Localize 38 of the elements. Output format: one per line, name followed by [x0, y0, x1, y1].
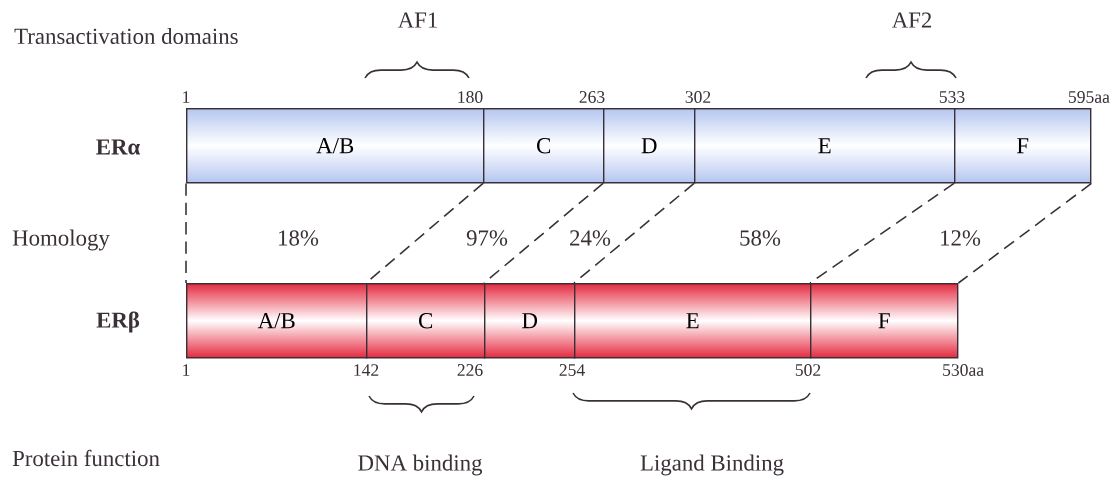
row-label: Protein function — [12, 449, 160, 467]
label: 18% — [279, 230, 319, 246]
axis-number: 530aa — [943, 364, 984, 376]
axis-number: 502 — [795, 364, 821, 376]
dashed-line — [185, 182, 187, 284]
label: 58% — [740, 230, 781, 246]
axis-number: 180 — [458, 91, 483, 103]
domain-segment: D — [484, 283, 576, 359]
domain-segment: A/B — [186, 283, 368, 359]
axis-number: 263 — [579, 91, 605, 103]
domain-segment: C — [366, 283, 486, 359]
label: AF1 — [397, 12, 437, 28]
label: ERβ — [96, 311, 140, 333]
label: 24% — [570, 230, 611, 246]
axis-number: 226 — [457, 364, 483, 376]
dashed-line — [483, 182, 604, 284]
label: AF2 — [891, 12, 932, 28]
axis-number: 1 — [183, 364, 190, 376]
label: 12% — [941, 230, 981, 246]
dashed-line — [957, 182, 1093, 284]
dashed-line — [809, 182, 955, 284]
domain-segment: F — [954, 108, 1092, 184]
label: ERα — [96, 139, 140, 155]
axis-number: 533 — [939, 91, 965, 103]
axis-number: 1 — [183, 91, 190, 103]
row-label: Transactivation domains — [14, 27, 238, 45]
row-label: Homology — [12, 229, 110, 251]
axis-number: 142 — [354, 364, 379, 376]
domain-segment: F — [810, 283, 959, 359]
label: Ligand Binding — [640, 454, 784, 476]
label: 97% — [466, 230, 508, 246]
axis-number: 254 — [559, 364, 585, 376]
domain-segment: D — [603, 108, 696, 184]
domain-segment: C — [483, 108, 605, 184]
axis-number: 302 — [685, 91, 711, 103]
axis-number: 595aa — [1068, 91, 1110, 103]
label: DNA binding — [358, 454, 483, 476]
dashed-line — [573, 182, 695, 284]
